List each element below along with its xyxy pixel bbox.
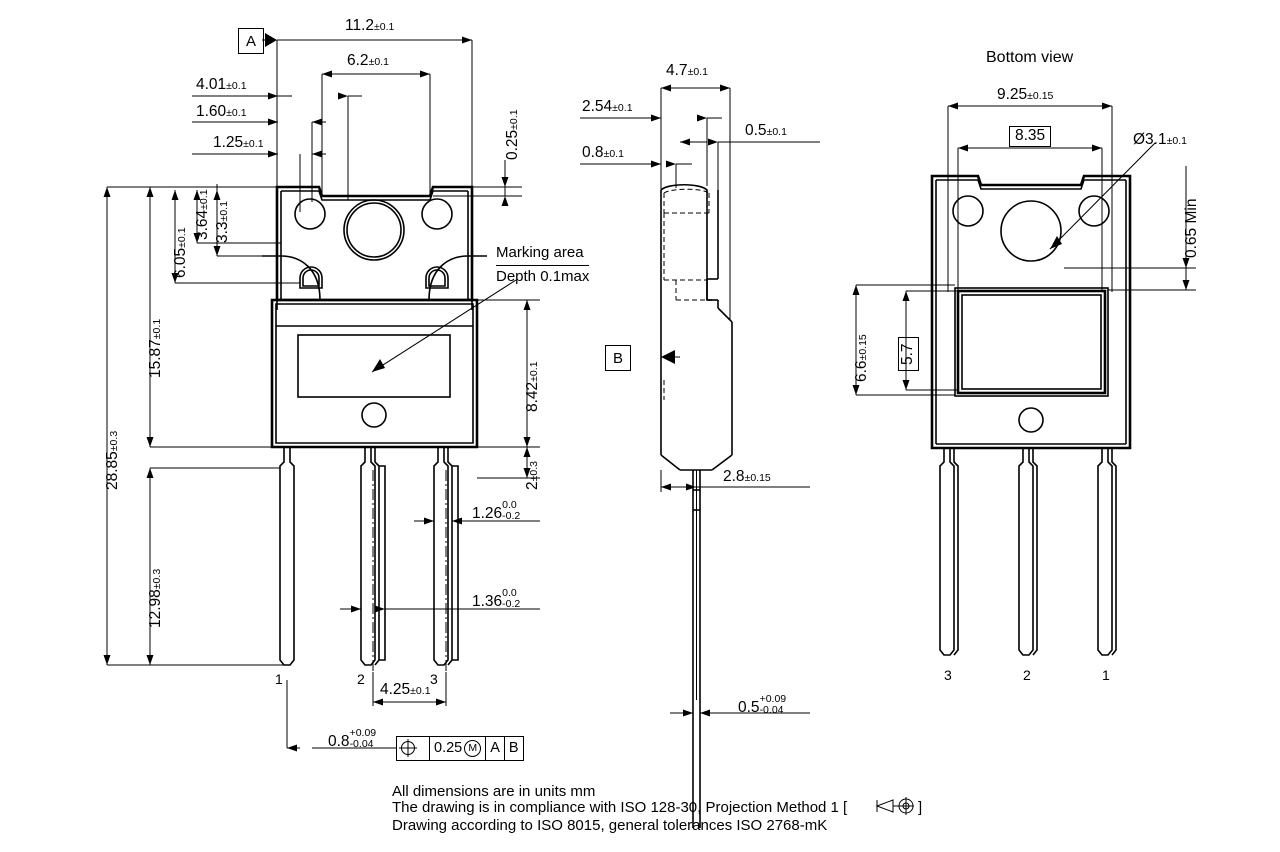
dim-8-42: 8.42±0.1 <box>524 361 541 412</box>
dim-5-7-basic: 5.7 <box>898 337 919 371</box>
datum-b-symbol: B <box>605 345 631 371</box>
bottom-pin-1: 1 <box>1102 667 1110 683</box>
marking-area-label: Marking area <box>496 244 584 261</box>
dim-2: 2±0.3 <box>524 461 541 490</box>
note-iso-projection-end: ] <box>918 799 923 816</box>
dim-0-8-position: 0.8+0.09-0.04 <box>328 727 377 751</box>
marking-area-leader <box>371 279 517 373</box>
dim-1-25: 1.25±0.1 <box>213 134 264 151</box>
dim-0-5-lead: 0.5+0.09-0.04 <box>738 693 787 717</box>
dim-28-85: 28.85±0.3 <box>104 430 121 490</box>
dim-overall-width: 11.2±0.1 <box>345 17 395 34</box>
fcf-datum-b-cell: B <box>508 740 519 757</box>
dim-3-3: 3.3±0.1 <box>214 201 231 243</box>
dim-4-01: 4.01±0.1 <box>196 76 247 93</box>
dim-4-7: 4.7±0.1 <box>666 62 708 79</box>
bottom-view-dimensions <box>852 102 1196 396</box>
fcf-datum-a-cell: A <box>486 737 505 760</box>
dim-12-98: 12.98±0.3 <box>147 568 164 628</box>
dim-2-54: 2.54±0.1 <box>582 98 633 115</box>
position-symbol-glyph <box>399 739 417 757</box>
note-iso-projection: The drawing is in compliance with ISO 12… <box>392 799 848 816</box>
front-pin-2: 2 <box>357 671 365 687</box>
bottom-view-geometry <box>930 174 1132 656</box>
dim-1-60: 1.60±0.1 <box>196 103 247 120</box>
front-view-dimensions <box>103 33 540 752</box>
side-view-dimensions <box>580 84 820 717</box>
dim-6-6: 6.6±0.15 <box>853 334 870 382</box>
dim-0-65-min: 0.65 Min <box>1183 198 1200 258</box>
dim-15-87: 15.87±0.1 <box>147 318 164 378</box>
bottom-pin-2: 2 <box>1023 667 1031 683</box>
projection-method-symbol <box>875 797 914 815</box>
front-view-geometry <box>262 185 487 672</box>
side-view-geometry <box>660 183 733 828</box>
dim-9-25: 9.25±0.15 <box>997 86 1054 103</box>
dim-2-8: 2.8±0.15 <box>723 468 771 485</box>
bottom-pin-3: 3 <box>944 667 952 683</box>
dim-0-5-top: 0.5±0.1 <box>745 122 787 139</box>
front-pin-1: 1 <box>275 671 283 687</box>
mmc-modifier-icon: M <box>464 740 482 757</box>
dim-4-25: 4.25±0.1 <box>380 681 431 698</box>
dim-6-05: 6.05±0.1 <box>172 227 189 278</box>
marking-depth-label: Depth 0.1max <box>496 265 590 284</box>
datum-a-symbol: A <box>238 28 264 54</box>
dim-0-8-side: 0.8±0.1 <box>582 144 624 161</box>
note-tolerances: Drawing according to ISO 8015, general t… <box>392 817 828 834</box>
dim-tab-span: 6.2±0.1 <box>347 52 389 69</box>
dim-8-35-basic: 8.35 <box>1009 126 1052 147</box>
note-units: All dimensions are in units mm <box>392 783 596 800</box>
front-pin-3: 3 <box>430 671 438 687</box>
dim-dia-3-1: Ø3.1±0.1 <box>1133 131 1187 148</box>
dim-3-64: 3.64±0.1 <box>194 189 211 240</box>
dim-0-25: 0.25±0.1 <box>504 109 521 160</box>
bottom-view-title: Bottom view <box>986 49 1074 66</box>
position-symbol-cell <box>397 737 430 760</box>
